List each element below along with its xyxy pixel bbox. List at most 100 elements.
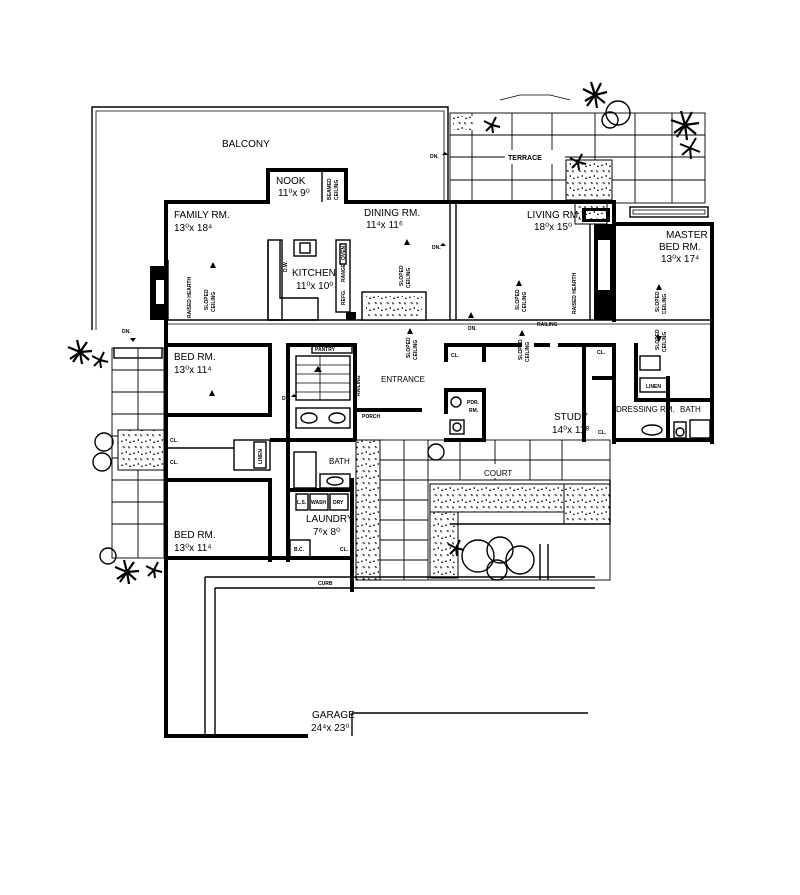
bedroom-2-dim: 13⁰x 11⁴ (174, 543, 212, 554)
range-label: RANGE (341, 263, 347, 282)
pantry-label: PANTRY (315, 347, 336, 353)
refg-label: REFG. (341, 289, 347, 305)
linen-label: LINEN (258, 449, 264, 464)
curb-label: CURB (318, 581, 333, 587)
kitchen-dim: 11⁰x 10⁰ (296, 281, 333, 292)
court-label: COURT (484, 469, 512, 478)
dining-room: DINING RM. 11⁴x 11⁶ SLOPED CEILING DN. (361, 208, 446, 321)
family-room: FAMILY RM. 13⁰x 18⁴ RAISED HEARTH SLOPED… (150, 210, 230, 320)
closet-label-laundry: CL. (340, 547, 349, 553)
sloped-label-entrance: SLOPED (406, 337, 412, 358)
family-room-dim: 13⁰x 18⁴ (174, 223, 212, 234)
railing-label: RAILING (537, 322, 558, 328)
tree-icon (145, 561, 163, 579)
kitchen-label: KITCHEN (292, 268, 336, 279)
living-dn-label: DN. (468, 326, 477, 332)
dressing-bath: CL. CL. LINEN DRESSING RM. BATH (597, 350, 711, 439)
linen-label-master: LINEN (646, 384, 661, 390)
living-room-label: LIVING RM. (527, 210, 581, 221)
closet-label-bed1: CL. (170, 438, 179, 444)
raised-hearth-living: RAISED HEARTH (572, 272, 578, 314)
sloped-label: SLOPED (204, 289, 210, 310)
dining-room-dim: 11⁴x 11⁶ (366, 220, 403, 231)
nook-label: NOOK (276, 176, 306, 187)
broom-closet-label: B.C. (294, 547, 305, 553)
dryer-label: DRY (333, 500, 344, 506)
entrance: ENTRANCE SLOPED CEILING PORCH CL. SLOPED… (362, 328, 550, 420)
terrace-dn-label: DN. (430, 154, 439, 160)
terrace-label: TERRACE (508, 155, 542, 162)
garage-dim: 24⁴x 23⁰ (311, 723, 349, 734)
master-bath-label: BATH (680, 405, 701, 414)
tree-icon (582, 81, 608, 109)
sloped-label-hall: SLOPED (518, 339, 524, 360)
master-bedroom: MASTER BED RM. 13⁰x 17⁴ SLOPED CEILING S… (655, 230, 708, 352)
nook-dim: 11⁰x 9⁰ (278, 188, 310, 199)
railing-label-stair: RAILING (356, 375, 362, 396)
family-room-label: FAMILY RM. (174, 210, 230, 221)
sloped-label-dining: SLOPED (399, 265, 405, 286)
master-label-1: MASTER (666, 230, 708, 241)
bedroom-2: BED RM. 13⁰x 11⁴ (174, 530, 216, 554)
bedroom-1-label: BED RM. (174, 352, 216, 363)
powder-label-2: RM. (469, 408, 479, 414)
study-label: STUDY (554, 412, 588, 423)
ceiling-label-nook: CEILING (334, 180, 340, 200)
master-dim: 13⁰x 17⁴ (661, 254, 699, 265)
balcony: BALCONY (91, 106, 449, 330)
oven-label: OVEN (341, 245, 347, 260)
hall-bath: BATH (293, 451, 351, 489)
beamed-label: BEAMED (327, 178, 333, 200)
garage: CURB GARAGE 24⁴x 23⁰ (204, 576, 595, 736)
powder-label-1: PDR. (467, 400, 480, 406)
dressing-room-label: DRESSING RM. (616, 405, 675, 414)
sloped-label-master: SLOPED (655, 291, 661, 312)
bedroom-1-dim: 13⁰x 11⁴ (174, 365, 212, 376)
master-label-2: BED RM. (659, 242, 701, 253)
stair-area: PANTRY DN. RAILING (282, 344, 362, 429)
study: STUDY 14⁰x 11⁸ (552, 412, 590, 436)
garage-label: GARAGE (312, 710, 355, 721)
living-room-dim: 18⁰x 15⁰ (534, 222, 572, 233)
ceiling-label: CEILING (211, 292, 217, 312)
laundry-dim: 7⁶x 8⁰ (313, 527, 340, 538)
walkway-dn-label: DN. (122, 329, 131, 335)
laundry: L.S. WASH DRY LAUNDRY 7⁶x 8⁰ B.C. CL. (289, 493, 354, 559)
ceiling-label-master: CEILING (662, 294, 668, 314)
walkway-left: DN. (67, 329, 165, 585)
kitchen: D.W. KITCHEN 11⁰x 10⁰ REFG. RANGE OVEN (267, 239, 356, 321)
entrance-label: ENTRANCE (381, 375, 425, 384)
tree-icon (483, 116, 501, 134)
court: COURT (355, 439, 611, 581)
dishwasher-label: D.W. (283, 261, 289, 272)
closets-left: CL. CL. LINEN (166, 438, 271, 471)
dining-room-label: DINING RM. (364, 208, 420, 219)
ceiling-label-living: CEILING (522, 292, 528, 312)
laundry-sink-label: L.S. (297, 500, 307, 506)
ceiling-label-entrance: CEILING (413, 340, 419, 360)
ceiling-label-hall: CEILING (525, 342, 531, 362)
laundry-label: LAUNDRY (306, 514, 354, 525)
tree-icon (91, 351, 109, 369)
exterior-walls (164, 168, 714, 738)
balcony-label: BALCONY (222, 139, 270, 150)
closet-label-dressing-2: CL. (598, 430, 607, 436)
interior-thin-lines (166, 202, 712, 325)
stair-dn-label: DN. (282, 396, 291, 402)
tree-icon (679, 137, 701, 160)
porch-label: PORCH (362, 414, 380, 420)
bedroom-1: BED RM. 13⁰x 11⁴ (174, 352, 216, 396)
study-dim: 14⁰x 11⁸ (552, 425, 590, 436)
washer-label: WASH (311, 500, 326, 506)
living-room: LIVING RM. 18⁰x 15⁰ SLOPED CEILING RAISE… (468, 208, 614, 332)
tree-icon (67, 339, 93, 365)
bath-label: BATH (329, 457, 350, 466)
dining-dn-label: DN. (432, 245, 441, 251)
tree-icon (447, 539, 465, 557)
nook: NOOK 11⁰x 9⁰ BEAMED CEILING (276, 172, 340, 202)
bedroom-2-label: BED RM. (174, 530, 216, 541)
tree-icon (569, 153, 587, 171)
closet-label-living: CL. (599, 294, 608, 300)
closet-label-entrance: CL. (451, 353, 460, 359)
